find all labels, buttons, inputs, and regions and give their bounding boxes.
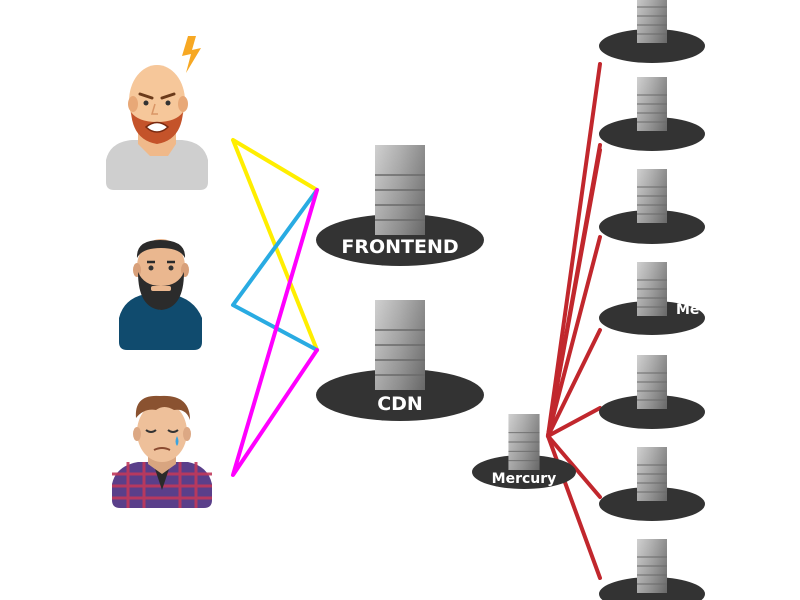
server-tower-icon	[637, 261, 667, 317]
server-partial-label: Me	[676, 302, 699, 318]
cdn-disc	[316, 369, 484, 421]
server-node-1[interactable]	[599, 0, 705, 63]
server-node-2[interactable]	[599, 76, 705, 151]
server-node-4[interactable]: Me	[599, 261, 705, 335]
server-node-6[interactable]	[599, 446, 705, 521]
frontend-server[interactable]: FRONTEND	[316, 145, 484, 266]
server-disc	[599, 301, 705, 335]
server-tower-icon	[637, 354, 667, 410]
frontend-disc	[316, 214, 484, 266]
server-node-7[interactable]	[599, 538, 705, 600]
mercury-link	[546, 406, 602, 438]
mercury-disc	[472, 455, 576, 489]
mercury-server[interactable]: Mercury	[472, 414, 576, 489]
lightning-bolt-icon	[182, 36, 201, 73]
server-disc	[599, 487, 705, 521]
server-tower-icon	[508, 414, 540, 470]
frontend-label: FRONTEND	[341, 236, 458, 258]
server-disc	[599, 117, 705, 151]
server-tower-icon	[375, 300, 425, 390]
server-disc	[599, 29, 705, 63]
crying-man-icon[interactable]	[112, 395, 212, 508]
cdn-server[interactable]: CDN	[316, 300, 484, 421]
mercury-link	[546, 148, 602, 438]
user-links	[231, 138, 319, 477]
angry-bald-man-icon[interactable]	[106, 65, 208, 190]
mercury-link	[546, 434, 602, 580]
bearded-man-icon[interactable]	[119, 239, 202, 350]
server-tower-icon	[375, 145, 425, 235]
server-column: Me	[599, 0, 705, 600]
server-tower-icon	[637, 446, 667, 502]
server-tower-icon	[637, 538, 667, 594]
mercury-label: Mercury	[492, 471, 557, 487]
server-node-5[interactable]	[599, 354, 705, 429]
user3-link	[231, 188, 319, 477]
mercury-link	[546, 235, 602, 438]
server-disc	[599, 210, 705, 244]
server-tower-icon	[637, 168, 667, 224]
mercury-link	[546, 434, 602, 499]
server-disc	[599, 395, 705, 429]
mercury-link	[546, 62, 602, 438]
server-tower-icon	[637, 0, 667, 44]
mercury-link	[546, 328, 602, 438]
mercury-links	[546, 62, 602, 580]
user2-link	[231, 188, 319, 352]
server-node-3[interactable]	[599, 168, 705, 244]
cdn-label: CDN	[377, 393, 423, 415]
server-tower-icon	[637, 76, 667, 132]
